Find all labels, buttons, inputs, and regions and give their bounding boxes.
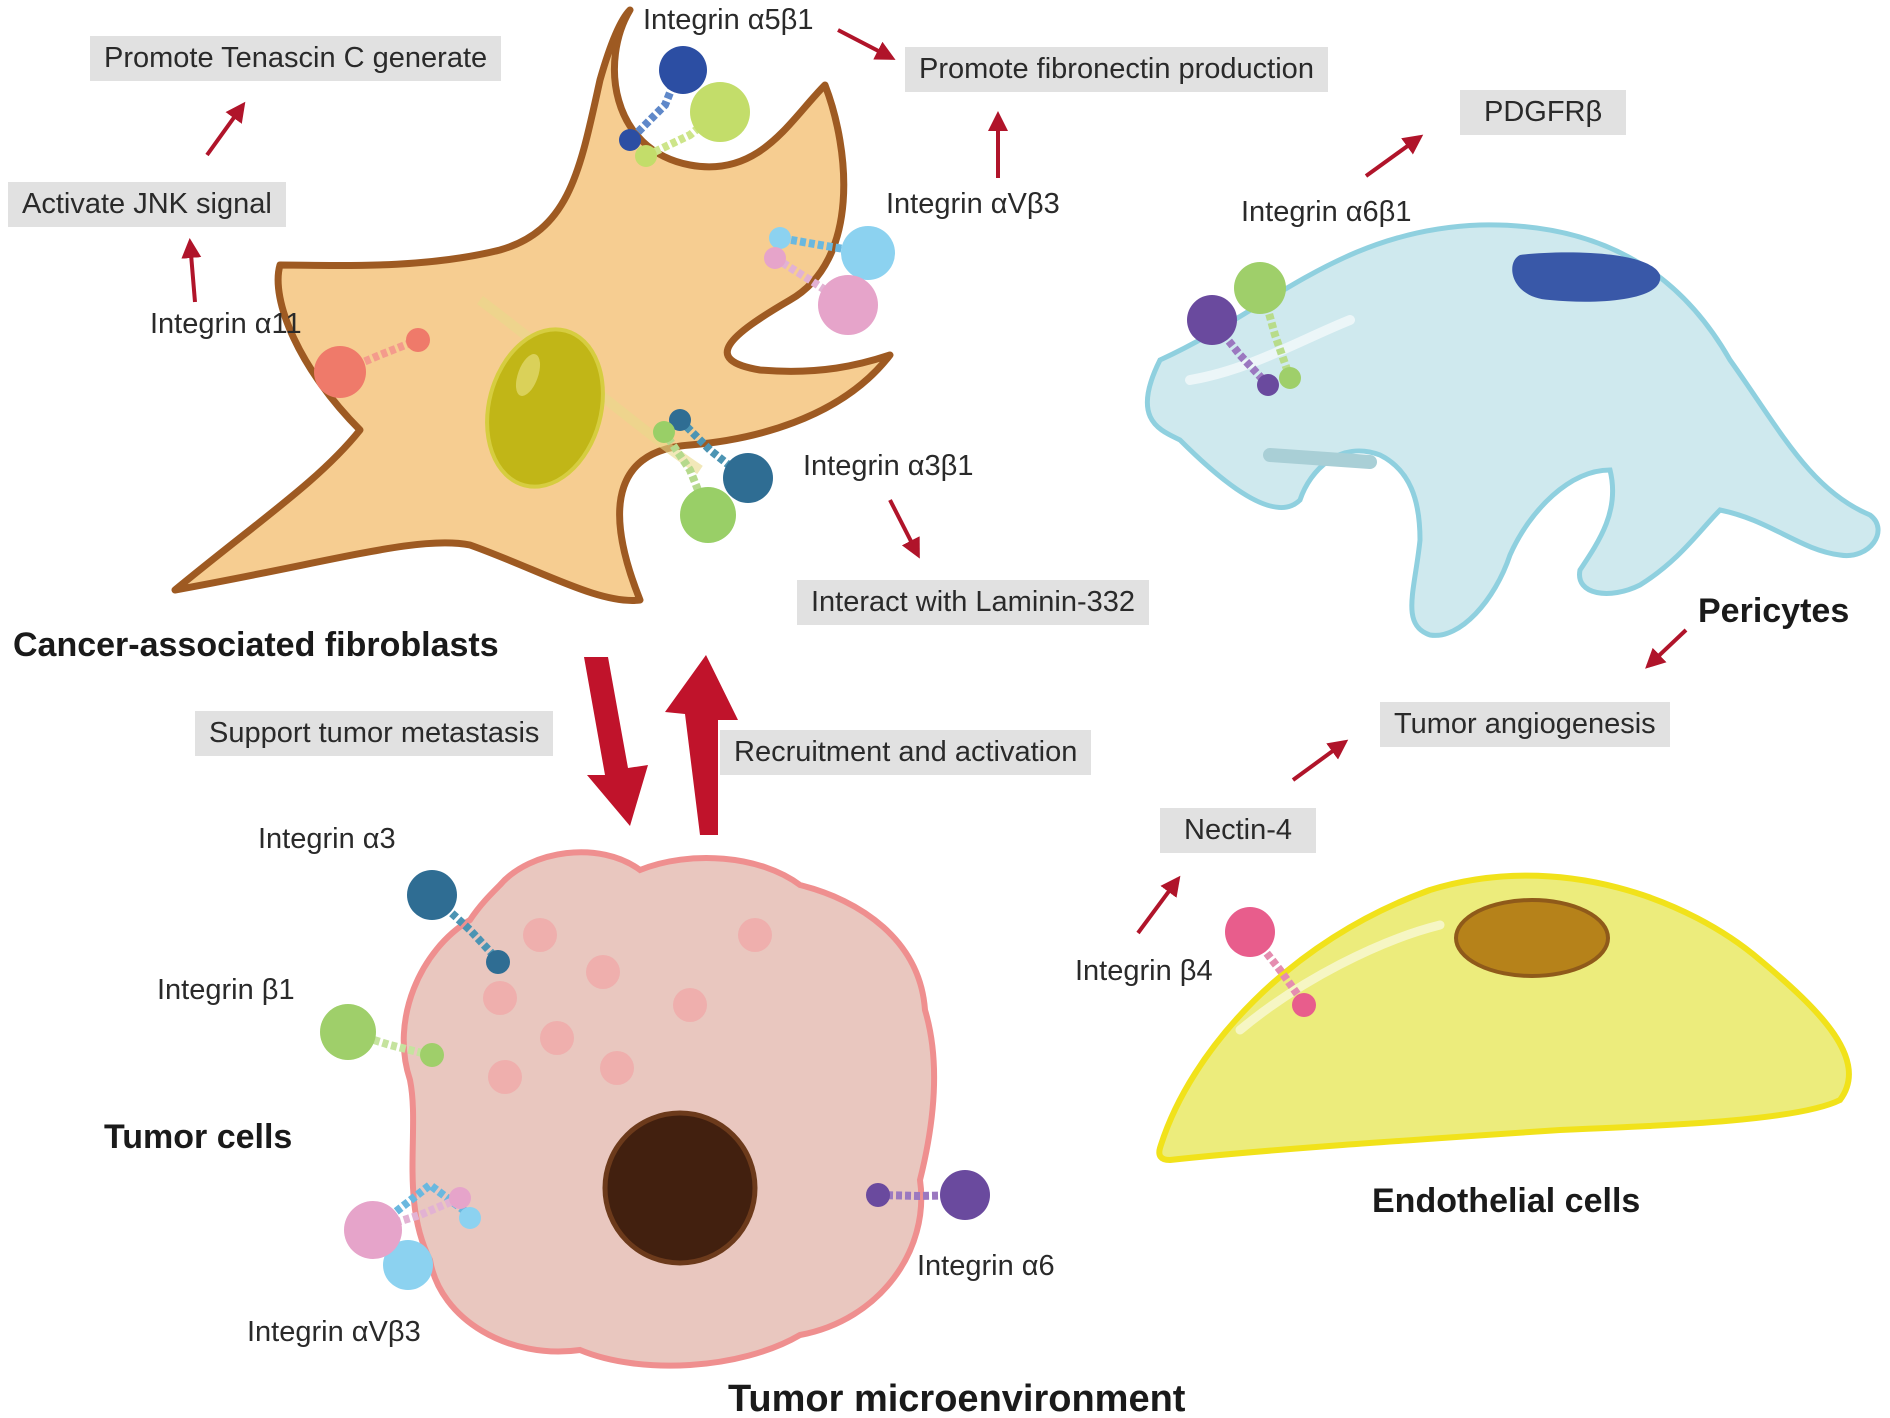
label-caf-a5b1: Integrin α5β1: [643, 4, 814, 36]
label-peri-a6b1: Integrin α6β1: [1241, 196, 1412, 228]
receptor-a3-tumor: [407, 870, 510, 974]
heading-caf: Cancer-associated fibroblasts: [13, 626, 499, 664]
endothelial-body: [1156, 872, 1852, 1164]
arrow-jnk-to-tenascin: [205, 101, 246, 157]
heading-endothelial: Endothelial cells: [1372, 1182, 1641, 1220]
label-endo-b4: Integrin β4: [1075, 955, 1213, 987]
box-tenascin: Promote Tenascin C generate: [90, 36, 502, 81]
arrow-a11-to-jnk: [181, 238, 202, 303]
box-recruitment: Recruitment and activation: [720, 730, 1092, 775]
heading-tumor-cells: Tumor cells: [104, 1118, 293, 1156]
label-tumor-b1: Integrin β1: [157, 974, 295, 1006]
box-angiogenesis: Tumor angiogenesis: [1380, 702, 1670, 747]
box-fibronectin: Promote fibronectin production: [905, 47, 1328, 92]
receptor-a11: [314, 328, 430, 398]
vesicle: [738, 918, 772, 952]
arrow-nectin-to-angiogenesis: [1291, 739, 1349, 782]
receptor-a6-tumor: [866, 1170, 990, 1220]
heading-pericytes: Pericytes: [1698, 592, 1850, 630]
nucleus-shine: [515, 354, 541, 396]
label-tumor-avb3: Integrin αVβ3: [247, 1316, 421, 1348]
tumor-cell: [400, 849, 938, 1369]
box-jnk: Activate JNK signal: [8, 182, 286, 227]
receptor-avb3-caf: [764, 226, 895, 335]
arrow-tumor-to-caf: [665, 655, 738, 835]
pericyte-nucleus: [1512, 252, 1661, 302]
pericyte-cell: [1144, 222, 1881, 638]
fibroblast-nucleus: [485, 327, 605, 489]
arrow-b4-to-nectin: [1136, 875, 1181, 935]
arrow-pericytes-to-angiogenesis: [1645, 628, 1688, 669]
vesicle: [540, 1021, 574, 1055]
receptor-b1-tumor: [320, 1004, 444, 1067]
label-caf-a11: Integrin α11: [150, 308, 302, 340]
label-caf-a3b1: Integrin α3β1: [803, 450, 974, 482]
arrow-a6b1-to-pdgfrb: [1364, 134, 1424, 178]
box-laminin: Interact with Laminin-332: [797, 580, 1149, 625]
receptor-a3b1-caf: [653, 409, 773, 543]
box-pdgfrb: PDGFRβ: [1460, 90, 1627, 135]
vesicle: [488, 1060, 522, 1094]
tumor-body: [400, 849, 938, 1369]
receptor-a6b1: [1187, 262, 1301, 396]
box-nectin: Nectin-4: [1160, 808, 1316, 853]
arrow-a5b1-to-fibronectin: [837, 28, 896, 60]
endothelial-shine: [1235, 920, 1445, 1035]
endothelial-cell: [1156, 872, 1852, 1164]
endothelial-nucleus: [1454, 898, 1610, 978]
arrows: [181, 28, 1688, 935]
fibroblast-body: [171, 6, 894, 604]
tumor-nucleus: [602, 1110, 758, 1266]
vesicle: [483, 981, 517, 1015]
label-caf-avb3: Integrin αVβ3: [886, 188, 1060, 220]
arrow-caf-to-tumor: [584, 657, 648, 826]
vesicle: [523, 918, 557, 952]
receptor-b4-endo: [1225, 907, 1316, 1017]
box-metastasis: Support tumor metastasis: [195, 711, 554, 756]
pericyte-fold: [1263, 448, 1377, 469]
page-title: Tumor microenvironment: [728, 1378, 1186, 1418]
label-tumor-a3: Integrin α3: [258, 823, 396, 855]
vesicle: [673, 988, 707, 1022]
receptor-a5b1: [619, 46, 750, 167]
vesicle: [586, 955, 620, 989]
vesicle: [600, 1051, 634, 1085]
arrow-a3b1-to-laminin: [888, 499, 920, 559]
receptor-avb3-tumor: [344, 1179, 481, 1290]
fibroblast-cell: [171, 6, 894, 604]
pericyte-shine: [1185, 315, 1355, 385]
label-tumor-a6: Integrin α6: [917, 1250, 1055, 1282]
